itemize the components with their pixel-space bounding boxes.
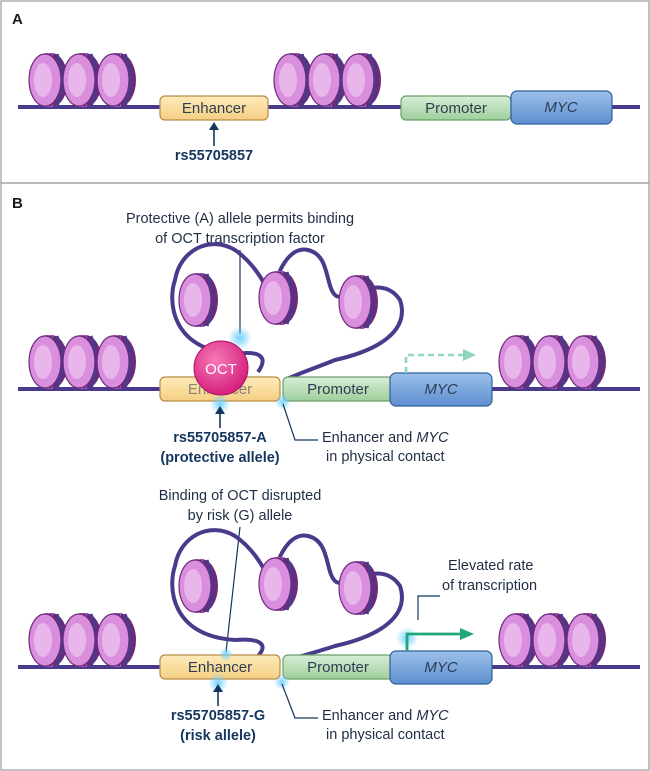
contact-leader bbox=[281, 683, 318, 719]
dna-loop bbox=[170, 242, 404, 382]
promoter-label: Promoter bbox=[307, 659, 369, 676]
nucleosome-icon bbox=[532, 613, 572, 667]
myc-gene-label: MYC bbox=[424, 659, 458, 676]
nucleosome-loop-1 bbox=[178, 559, 218, 613]
panel-b-letter: B bbox=[12, 195, 23, 212]
protective-callout-line2: of OCT transcription factor bbox=[155, 231, 325, 247]
snp-pointer-arrowhead bbox=[215, 406, 225, 414]
snp-pointer-arrowhead bbox=[209, 122, 219, 130]
myc-gene-label: MYC bbox=[424, 381, 458, 398]
protective-diagram: Protective (A) allele permits binding of… bbox=[18, 211, 640, 466]
dna-loop bbox=[170, 528, 404, 662]
myc-gene-label: MYC bbox=[544, 99, 578, 116]
nucleosome-icon bbox=[178, 559, 218, 613]
contact-label-line1: Enhancer and MYC bbox=[322, 708, 449, 724]
nucleosome-icon bbox=[28, 53, 68, 107]
contact-label-line2: in physical contact bbox=[326, 727, 444, 743]
nucleosome-icon bbox=[258, 557, 298, 611]
nucleosome-cluster-middle bbox=[273, 53, 381, 107]
nucleosome-loop-3 bbox=[338, 561, 378, 615]
nucleosome-cluster-right bbox=[498, 335, 606, 389]
oct-label: OCT bbox=[205, 361, 237, 378]
panel-a-diagram: Enhancer Promoter MYC rs55705857 bbox=[18, 53, 640, 164]
nucleosome-icon bbox=[307, 53, 347, 107]
nucleosome-icon bbox=[62, 613, 102, 667]
contact-glow bbox=[274, 674, 290, 690]
myc-gene-box bbox=[510, 90, 613, 125]
contact-label-line2: in physical contact bbox=[326, 449, 444, 465]
transcription-arrow-dashed bbox=[404, 353, 465, 373]
enhancer-label: Enhancer bbox=[188, 659, 252, 676]
enhancer-label: Enhancer bbox=[182, 100, 246, 117]
oct-site-glow bbox=[219, 647, 233, 661]
transcription-leader bbox=[417, 595, 440, 620]
nucleosome-icon bbox=[178, 273, 218, 327]
nucleosome-loop-2 bbox=[258, 271, 298, 325]
nucleosome-cluster-left bbox=[28, 613, 136, 667]
nucleosome-icon bbox=[566, 335, 606, 389]
nucleosome-icon bbox=[96, 335, 136, 389]
panel-a-letter: A bbox=[12, 11, 23, 28]
nucleosome-icon bbox=[62, 335, 102, 389]
risk-callout-line2: by risk (G) allele bbox=[188, 508, 293, 524]
snp-label: rs55705857 bbox=[175, 148, 253, 164]
nucleosome-icon bbox=[338, 275, 378, 329]
promoter-label: Promoter bbox=[425, 100, 487, 117]
risk-callout-leader bbox=[225, 526, 241, 653]
nucleosome-icon bbox=[28, 335, 68, 389]
transcription-arrow bbox=[405, 632, 462, 651]
nucleosome-cluster-left bbox=[28, 53, 136, 107]
nucleosome-icon bbox=[341, 53, 381, 107]
panel-b-frame bbox=[0, 182, 650, 771]
transcription-arrowhead-dashed bbox=[463, 349, 476, 361]
snp-glow bbox=[210, 394, 230, 414]
contact-leader bbox=[282, 403, 318, 441]
contact-glow bbox=[275, 394, 291, 410]
nucleosome-cluster-left bbox=[28, 335, 136, 389]
protective-callout-line1: Protective (A) allele permits binding bbox=[126, 211, 354, 227]
promoter-label: Promoter bbox=[307, 381, 369, 398]
snp-label-line1: rs55705857-G bbox=[171, 708, 265, 724]
transcription-label-line1: Elevated rate bbox=[448, 558, 533, 574]
nucleosome-icon bbox=[566, 613, 606, 667]
nucleosome-icon bbox=[96, 613, 136, 667]
nucleosome-icon bbox=[338, 561, 378, 615]
nucleosome-icon bbox=[498, 613, 538, 667]
nucleosome-icon bbox=[96, 53, 136, 107]
nucleosome-icon bbox=[62, 53, 102, 107]
risk-diagram: Binding of OCT disrupted by risk (G) all… bbox=[18, 488, 640, 744]
nucleosome-icon bbox=[498, 335, 538, 389]
contact-label-line1: Enhancer and MYC bbox=[322, 430, 449, 446]
nucleosome-loop-1 bbox=[178, 273, 218, 327]
myc-gene-box bbox=[389, 650, 493, 685]
snp-pointer-arrowhead bbox=[213, 684, 223, 692]
transcription-arrowhead bbox=[460, 628, 474, 640]
snp-label-line2: (risk allele) bbox=[180, 728, 256, 744]
nucleosome-icon bbox=[258, 271, 298, 325]
transcription-label-line2: of transcription bbox=[442, 578, 537, 594]
nucleosome-icon bbox=[532, 335, 572, 389]
nucleosome-loop-2 bbox=[258, 557, 298, 611]
risk-callout-line1: Binding of OCT disrupted bbox=[159, 488, 322, 504]
snp-label-line1: rs55705857-A bbox=[173, 430, 267, 446]
snp-glow bbox=[208, 673, 228, 693]
nucleosome-loop-3 bbox=[338, 275, 378, 329]
nucleosome-icon bbox=[28, 613, 68, 667]
myc-gene-box bbox=[389, 372, 493, 407]
nucleosome-icon bbox=[273, 53, 313, 107]
enhancer-box bbox=[159, 95, 269, 121]
snp-label-line2: (protective allele) bbox=[160, 450, 279, 466]
nucleosome-cluster-right bbox=[498, 613, 606, 667]
